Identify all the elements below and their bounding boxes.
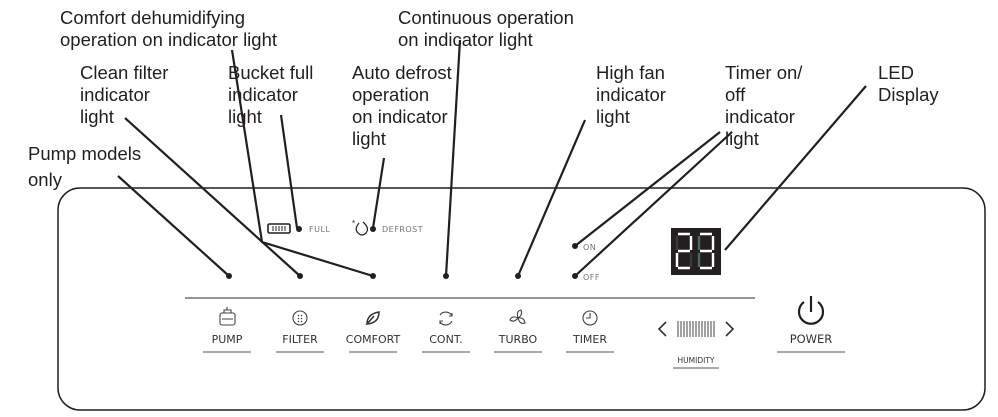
svg-text:Bucket full: Bucket full [228,62,313,83]
svg-text:Clean filter: Clean filter [80,62,168,83]
svg-text:POWER: POWER [790,332,833,346]
timer-button[interactable]: TIMER [566,310,614,353]
svg-text:light: light [80,106,114,127]
fan-icon [509,309,526,324]
svg-text:light: light [228,106,262,127]
defrost-icon: * [352,219,369,236]
svg-text:indicator: indicator [80,84,150,105]
humidity-control[interactable]: HUMIDITY [657,321,735,369]
filter-button[interactable]: FILTER [276,310,324,353]
continuous-cycle-icon [439,311,453,326]
humidity-label: HUMIDITY [678,356,715,365]
cont-button[interactable]: CONT. [422,311,470,353]
filter-icon [292,310,308,326]
comfort-button[interactable]: COMFORT [346,311,401,353]
svg-text:indicator: indicator [228,84,298,105]
humidity-level-bars [677,321,715,337]
callout-timer: Timer on/ off indicator light [725,62,803,149]
leaf-icon [365,311,380,325]
pump-button[interactable]: PUMP [203,307,251,353]
svg-text:Display: Display [878,84,939,105]
power-button[interactable]: POWER [777,296,845,353]
svg-text:COMFORT: COMFORT [346,333,401,346]
svg-text:CONT.: CONT. [429,333,462,346]
callout-filter: Clean filter indicator light [80,62,168,127]
svg-text:Auto defrost: Auto defrost [352,62,452,83]
svg-text:Pump models: Pump models [28,143,141,164]
svg-text:light: light [352,128,386,149]
bucket-full-icon [267,223,291,234]
svg-text:PUMP: PUMP [212,333,243,346]
timer-on-label: ON [583,243,596,252]
clock-icon [582,310,598,326]
svg-text:indicator: indicator [725,106,795,127]
svg-text:TIMER: TIMER [572,333,607,346]
svg-text:Timer on/: Timer on/ [725,62,803,83]
timer-off-label: OFF [583,273,600,282]
panel-outline [57,187,986,411]
full-indicator-label: FULL [309,225,330,234]
svg-text:LED: LED [878,62,914,83]
svg-text:Continuous operation: Continuous operation [398,7,574,28]
callout-comfort: Comfort dehumidifying operation on indic… [60,7,277,50]
leader-lines [117,39,867,278]
pump-icon [219,307,236,326]
defrost-indicator-label: DEFROST [382,225,423,234]
svg-text:operation: operation [352,84,429,105]
power-icon [797,296,825,325]
svg-text:only: only [28,169,63,190]
indicator-dots [226,226,578,279]
svg-text:High fan: High fan [596,62,665,83]
callout-high-fan: High fan indicator light [596,62,666,127]
svg-text:light: light [596,106,630,127]
humidity-increase-icon[interactable] [725,321,735,337]
callout-bucket: Bucket full indicator light [228,62,313,127]
svg-text:*: * [352,219,355,228]
svg-text:TURBO: TURBO [498,333,538,346]
svg-text:indicator: indicator [596,84,666,105]
callout-defrost: Auto defrost operation on indicator ligh… [352,62,452,149]
callout-pump: Pump models only [28,143,141,190]
svg-text:light: light [725,128,759,149]
svg-text:FILTER: FILTER [282,333,318,346]
callout-led: LED Display [878,62,939,105]
humidity-decrease-icon[interactable] [657,321,667,337]
svg-text:off: off [725,84,746,105]
svg-text:Comfort dehumidifying: Comfort dehumidifying [60,7,245,28]
callout-continuous: Continuous operation on indicator light [398,7,574,50]
svg-text:on indicator: on indicator [352,106,448,127]
svg-text:on indicator light: on indicator light [398,29,533,50]
led-display [671,228,721,275]
turbo-button[interactable]: TURBO [494,309,542,353]
svg-text:operation on indicator light: operation on indicator light [60,29,277,50]
